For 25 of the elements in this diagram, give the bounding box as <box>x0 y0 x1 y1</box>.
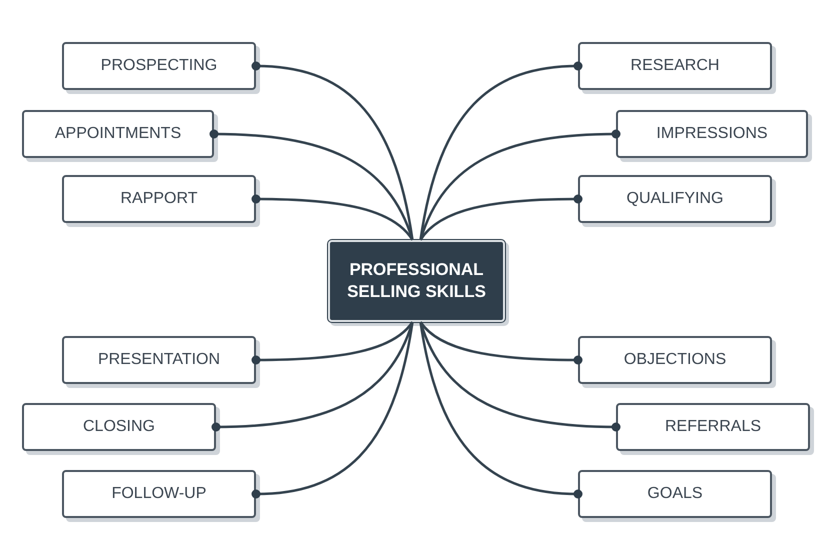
connector-line <box>419 322 620 432</box>
topic-label: RESEARCH <box>630 57 720 75</box>
connector-line <box>252 321 414 364</box>
connector-line <box>252 194 414 241</box>
connector-line <box>210 130 414 240</box>
connector-line <box>212 322 414 432</box>
connector-line <box>419 62 582 240</box>
topic-label: QUALIFYING <box>626 190 724 208</box>
topic-label: GOALS <box>647 485 703 503</box>
connector-line <box>420 194 582 241</box>
topic-label: IMPRESSIONS <box>656 125 768 143</box>
topic-label: APPOINTMENTS <box>54 125 182 143</box>
topic-label: FOLLOW-UP <box>112 485 206 503</box>
connector-line <box>419 130 620 240</box>
connector-line <box>252 322 414 498</box>
topic-label: PRESENTATION <box>98 351 220 369</box>
connector-line <box>420 321 582 364</box>
topic-label: PROSPECTING <box>100 57 218 75</box>
topic-label: CLOSING <box>82 418 155 436</box>
topic-label: REFERRALS <box>664 418 762 436</box>
connector-line <box>252 62 414 240</box>
topic-label: OBJECTIONS <box>624 351 726 369</box>
connector-line <box>419 322 582 498</box>
topic-label: RAPPORT <box>120 190 198 208</box>
topic-label: PROFESSIONAL SELLING SKILLS <box>346 259 487 303</box>
